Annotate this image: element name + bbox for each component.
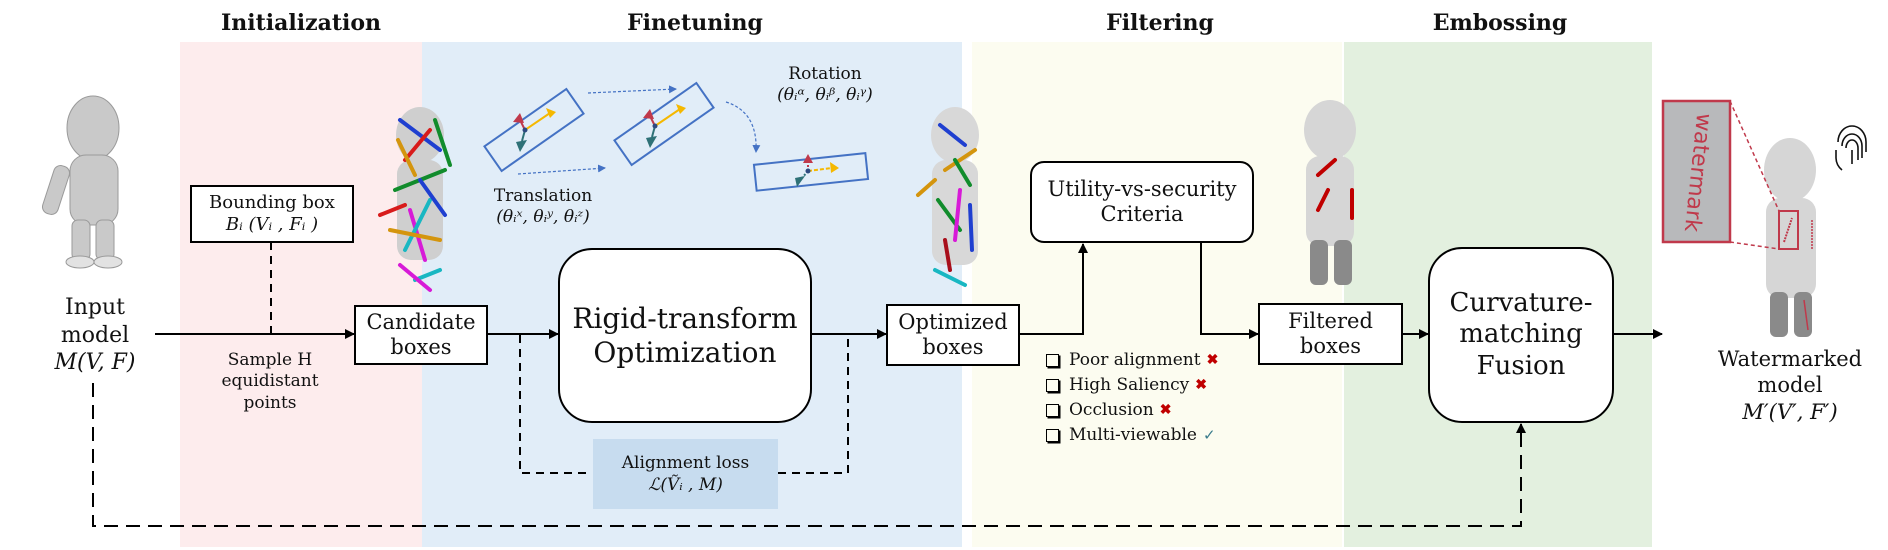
checkbox-icon	[1046, 379, 1059, 392]
translation-title: Translation	[493, 186, 593, 206]
bounding-box-node: Bounding box Bᵢ (Vᵢ , Fᵢ )	[190, 185, 354, 243]
input-model-label: Input model M(V, F)	[35, 294, 155, 377]
optimized-figure	[916, 107, 979, 287]
alignment-loss-node: Alignment loss ℒ(Ṽᵢ , M)	[593, 439, 778, 509]
stage-panel-filtering	[972, 42, 1342, 547]
criteria-item: Occlusion ✖	[1046, 398, 1218, 423]
stage-title-finetuning: Finetuning	[627, 10, 763, 36]
criteria-checklist: Poor alignment ✖ High Saliency ✖ Occlusi…	[1046, 348, 1218, 448]
fusion-label-line2: matching	[1459, 319, 1583, 350]
stage-title-filtering: Filtering	[1106, 10, 1214, 36]
rigid-label-line1: Rigid-transform	[572, 301, 798, 335]
sample-label-line3: points	[243, 392, 297, 413]
criteria-label-line2: Criteria	[1100, 202, 1184, 226]
fingerprint-icon	[1835, 125, 1867, 171]
reject-icon: ✖	[1195, 377, 1208, 393]
input-label-line2: model	[60, 322, 130, 348]
alignment-loop-right	[778, 337, 849, 474]
stage-title-embossing: Embossing	[1432, 10, 1568, 36]
bounding-box-math: Bᵢ (Vᵢ , Fᵢ )	[225, 214, 319, 235]
reject-icon: ✖	[1206, 352, 1219, 368]
criteria-item-label: Occlusion	[1069, 400, 1154, 420]
watermarked-model-label: Watermarked model M′(V′, F′)	[1700, 346, 1880, 425]
criteria-item: Poor alignment ✖	[1046, 348, 1218, 373]
rigid-transform-node: Rigid-transform Optimization	[558, 248, 812, 423]
fusion-label-line3: Fusion	[1476, 350, 1566, 381]
watermark-zoom-box	[1661, 99, 1732, 244]
stage-title-initialization: Initialization	[220, 10, 382, 36]
watermarked-figure	[1764, 138, 1816, 337]
rotation-box-3	[752, 152, 870, 192]
optimized-label-line2: boxes	[922, 335, 984, 359]
axes-box-2	[643, 104, 686, 148]
sample-label-line2: equidistant	[221, 371, 319, 392]
bounding-box-title: Bounding box	[209, 192, 335, 214]
motion-arrow-bottom	[517, 164, 606, 175]
criteria-label-line1: Utility-vs-security	[1047, 176, 1237, 201]
motion-arrow-top	[587, 85, 677, 94]
rigid-label-line2: Optimization	[593, 335, 777, 369]
accept-check-icon: ✓	[1202, 426, 1216, 444]
reject-icon: ✖	[1159, 402, 1172, 418]
sample-points-label: Sample H equidistant points	[195, 350, 345, 414]
sample-label-line1: Sample H	[227, 350, 313, 370]
optimized-boxes-node: Optimized boxes	[886, 304, 1020, 366]
candidate-figure	[378, 107, 452, 292]
criteria-item-label: Poor alignment	[1069, 350, 1201, 370]
translation-box-2	[613, 81, 715, 167]
zoom-leader-bottom	[1729, 241, 1780, 250]
arrow-criteria-to-filtered	[1200, 242, 1259, 339]
criteria-node: Utility-vs-security Criteria	[1030, 161, 1254, 243]
input-label-math: M(V, F)	[54, 350, 136, 375]
input-label-line1: Input	[65, 295, 125, 320]
output-label-math: M′(V′, F′)	[1742, 399, 1838, 424]
filtered-figure	[1304, 100, 1356, 285]
arrow-optimized-to-criteria	[1020, 243, 1088, 335]
criteria-item: Multi-viewable ✓	[1046, 423, 1218, 448]
fusion-label-line1: Curvature-	[1449, 288, 1593, 319]
filtered-label-line1: Filtered	[1288, 308, 1373, 333]
stage-panel-initialization	[180, 42, 422, 547]
candidate-label-line2: boxes	[390, 335, 452, 359]
alignment-loop	[519, 335, 592, 474]
alignment-loss-math: ℒ(Ṽᵢ , M)	[648, 475, 723, 495]
translation-label: Translation (θᵢˣ, θᵢʸ, θᵢᶻ)	[478, 186, 608, 229]
candidate-label-line1: Candidate	[366, 309, 476, 334]
criteria-item: High Saliency ✖	[1046, 373, 1218, 398]
axes-box-3	[795, 154, 839, 187]
input-figure	[41, 95, 123, 269]
zoom-leader-top	[1729, 100, 1780, 212]
fusion-node: Curvature- matching Fusion	[1428, 247, 1614, 423]
criteria-item-label: Multi-viewable	[1069, 425, 1197, 445]
filtered-label-line2: boxes	[1299, 334, 1362, 358]
motion-arrow-rotate	[725, 101, 761, 153]
checkbox-icon	[1046, 429, 1059, 442]
filtered-boxes-node: Filtered boxes	[1258, 303, 1403, 365]
rotation-label: Rotation (θᵢᵅ, θᵢᵝ, θᵢᵞ)	[760, 64, 890, 107]
criteria-item-label: High Saliency	[1069, 375, 1190, 395]
axes-box-1	[513, 108, 556, 152]
output-label-line1: Watermarked	[1717, 347, 1863, 371]
checkbox-icon	[1046, 404, 1059, 417]
output-label-line2: model	[1757, 373, 1823, 398]
skip-connection-input-to-fusion	[92, 383, 1526, 527]
alignment-loss-title: Alignment loss	[621, 452, 750, 473]
rotation-title: Rotation	[788, 64, 862, 84]
candidate-boxes-node: Candidate boxes	[354, 305, 488, 365]
rotation-math: (θᵢᵅ, θᵢᵝ, θᵢᵞ)	[777, 85, 873, 106]
checkbox-icon	[1046, 354, 1059, 367]
translation-box-1	[483, 87, 585, 173]
translation-math: (θᵢˣ, θᵢʸ, θᵢᶻ)	[496, 207, 590, 228]
optimized-label-line1: Optimized	[898, 309, 1008, 334]
